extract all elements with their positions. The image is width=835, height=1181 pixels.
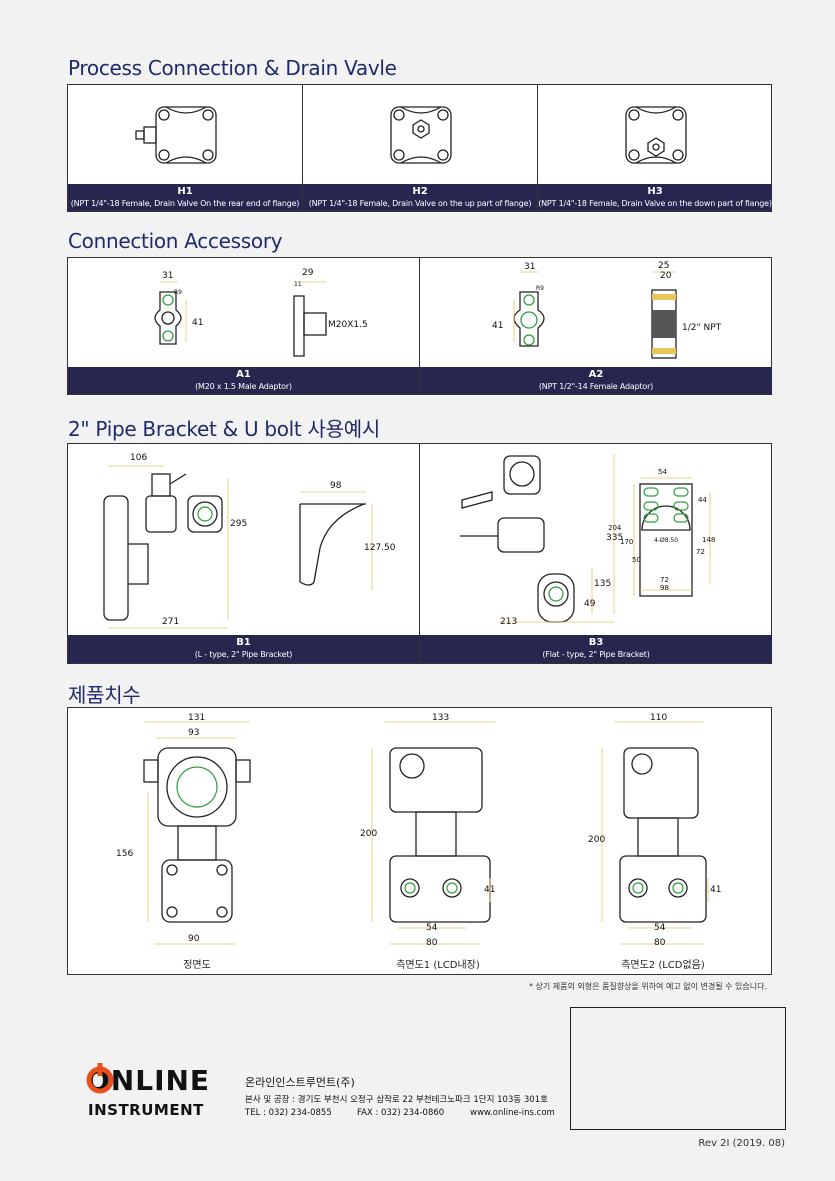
- option-b3: 335 135 49 213 54 44 204 170 148 4-Ø8.50…: [420, 444, 772, 663]
- a2-dim-width: 31: [524, 262, 535, 272]
- side1-dim-4: 54: [426, 923, 438, 933]
- section-title-bracket: 2" Pipe Bracket & U bolt 사용예시: [68, 417, 380, 441]
- h2-code: H2: [412, 186, 428, 197]
- b3-dim-bottom: 213: [500, 617, 517, 627]
- option-b1: 106 295 271 98 127.50 B1 (L - type, 2" P…: [68, 444, 420, 663]
- h1-flange-drawing: [135, 106, 217, 164]
- section-title-accessory: Connection Accessory: [68, 229, 283, 253]
- brand-logo-instrument: INSTRUMENT: [88, 1101, 204, 1119]
- power-logo-icon: [86, 1063, 114, 1094]
- option-a1: 31 R9 41 29 11 M20X1.5 A1 (M20 x 1.5 Mal…: [68, 258, 420, 394]
- b1-code: B1: [236, 637, 251, 648]
- a1-dim-side-small: 11: [294, 281, 302, 288]
- option-h3: H3 (NPT 1/4"-18 Female, Drain Valve on t…: [538, 85, 772, 211]
- b1-dim-bh: 127.50: [364, 543, 396, 553]
- h3-desc: (NPT 1/4"-18 Female, Drain Valve on the …: [538, 199, 772, 208]
- b3-dim-height: 335: [606, 533, 623, 543]
- b3-dim-mid: 135: [594, 579, 611, 589]
- side1-dim-2: 200: [360, 829, 377, 839]
- front-dim-2: 93: [188, 728, 199, 738]
- b1-dim-bw: 98: [330, 481, 342, 491]
- b3-dim-72b: 72: [660, 576, 669, 584]
- a1-adaptor-drawing: 31 R9 41 29 11 M20X1.5: [154, 268, 368, 357]
- h2-desc: (NPT 1/4"-18 Female, Drain Valve on the …: [308, 199, 532, 208]
- side-view1-drawing: [389, 747, 491, 923]
- b3-dim-50: 50: [632, 556, 641, 564]
- h3-flange-drawing: [625, 106, 687, 164]
- b3-dim-72a: 72: [696, 548, 705, 556]
- a1-desc: (M20 x 1.5 Male Adaptor): [195, 382, 292, 391]
- b3-bracket-drawing: 335 135 49 213 54 44 204 170 148 4-Ø8.50…: [460, 454, 715, 627]
- h1-code: H1: [177, 186, 193, 197]
- dimension-drawings: 131 93 156 90 133 200 41 54 80: [116, 713, 721, 948]
- section-title-dimension: 제품치수: [68, 683, 141, 707]
- section-title-process: Process Connection & Drain Vavle: [68, 56, 397, 80]
- a2-dim-height: 41: [492, 321, 503, 331]
- product-dimension-panel: 131 93 156 90 133 200 41 54 80: [67, 707, 772, 975]
- a2-desc: (NPT 1/2"-14 Female Adaptor): [538, 382, 654, 391]
- h3-code: H3: [647, 186, 663, 197]
- side1-dim-3: 41: [484, 885, 495, 895]
- a2-thread: 1/2" NPT: [682, 323, 722, 333]
- front-view-drawing: [143, 747, 251, 923]
- h2-flange-drawing: [390, 106, 452, 164]
- a2-dim-radius: R9: [536, 285, 544, 292]
- side2-dim-2: 200: [588, 835, 605, 845]
- b3-dim-204: 204: [608, 524, 622, 532]
- revision-label: Rev 2I (2019. 08): [698, 1138, 785, 1149]
- side2-dim-5: 80: [654, 938, 666, 948]
- b3-dim-170: 170: [620, 538, 633, 546]
- dealer-stamp-box: [570, 1007, 786, 1130]
- b1-dim-height: 295: [230, 519, 247, 529]
- company-name: 온라인인스트루먼트(주): [245, 1076, 355, 1089]
- side1-dim-5: 80: [426, 938, 438, 948]
- a2-dim-side-small: 20: [660, 271, 672, 281]
- company-address: 본사 및 공장 : 경기도 부천시 오정구 삼작로 22 부천테크노파크 1단지…: [245, 1095, 548, 1105]
- b3-desc: (Flat - type, 2" Pipe Bracket): [542, 650, 650, 659]
- front-dim-1: 131: [188, 713, 205, 723]
- option-a2: 31 R9 41 25 20 1/2" NPT A2 (NPT 1/2"-14 …: [420, 258, 772, 394]
- company-fax: FAX : 032) 234-0860: [357, 1108, 445, 1118]
- b3-dim-54: 54: [658, 468, 667, 476]
- pipe-bracket-panel: 106 295 271 98 127.50 B1 (L - type, 2" P…: [67, 443, 772, 664]
- option-h2: H2 (NPT 1/4"-18 Female, Drain Valve on t…: [303, 85, 538, 211]
- b1-bracket-drawing: 106 295 271 98 127.50: [103, 453, 396, 629]
- a1-code: A1: [236, 369, 251, 380]
- side2-dim-4: 54: [654, 923, 666, 933]
- side2-dim-3: 41: [710, 885, 721, 895]
- b3-dim-44: 44: [698, 496, 707, 504]
- side1-dim-1: 133: [432, 713, 449, 723]
- a1-dim-radius: R9: [174, 289, 182, 296]
- a1-dim-height: 41: [192, 318, 203, 328]
- side2-dim-1: 110: [650, 713, 667, 723]
- connection-accessory-panel: 31 R9 41 29 11 M20X1.5 A1 (M20 x 1.5 Mal…: [67, 257, 772, 395]
- h1-desc: (NPT 1/4"-18 Female, Drain Valve On the …: [70, 199, 300, 208]
- b1-dim-top: 106: [130, 453, 147, 463]
- b3-dim-hole: 4-Ø8.50: [654, 537, 678, 544]
- side-view2-label: 측면도2 (LCD없음): [621, 960, 705, 971]
- company-website[interactable]: www.online-ins.com: [470, 1108, 555, 1118]
- side-view2-drawing: [619, 747, 707, 923]
- option-h1: H1 (NPT 1/4"-18 Female, Drain Valve On t…: [68, 85, 303, 211]
- b3-code: B3: [588, 637, 604, 648]
- a1-dim-width: 31: [162, 271, 173, 281]
- b3-dim-small: 49: [584, 599, 596, 609]
- front-dim-3: 156: [116, 849, 133, 859]
- b1-dim-bottom: 271: [162, 617, 179, 627]
- front-dim-4: 90: [188, 934, 200, 944]
- side-view1-label: 측면도1 (LCD내장): [396, 960, 480, 971]
- front-view-label: 정면도: [183, 960, 211, 971]
- a2-dim-side: 25: [658, 261, 669, 271]
- b3-dim-98: 98: [660, 584, 669, 592]
- b3-dim-148: 148: [702, 536, 715, 544]
- disclaimer-note: * 상기 제품의 외형은 품질향상을 위하여 예고 없이 변경될 수 있습니다.: [528, 982, 767, 991]
- a1-thread: M20X1.5: [328, 320, 368, 330]
- a2-code: A2: [588, 369, 604, 380]
- b1-desc: (L - type, 2" Pipe Bracket): [194, 650, 293, 659]
- a2-adaptor-drawing: 31 R9 41 25 20 1/2" NPT: [492, 261, 722, 359]
- a1-dim-side: 29: [302, 268, 314, 278]
- company-tel: TEL : 032) 234-0855: [245, 1108, 332, 1118]
- process-connection-panel: H1 (NPT 1/4"-18 Female, Drain Valve On t…: [67, 84, 772, 212]
